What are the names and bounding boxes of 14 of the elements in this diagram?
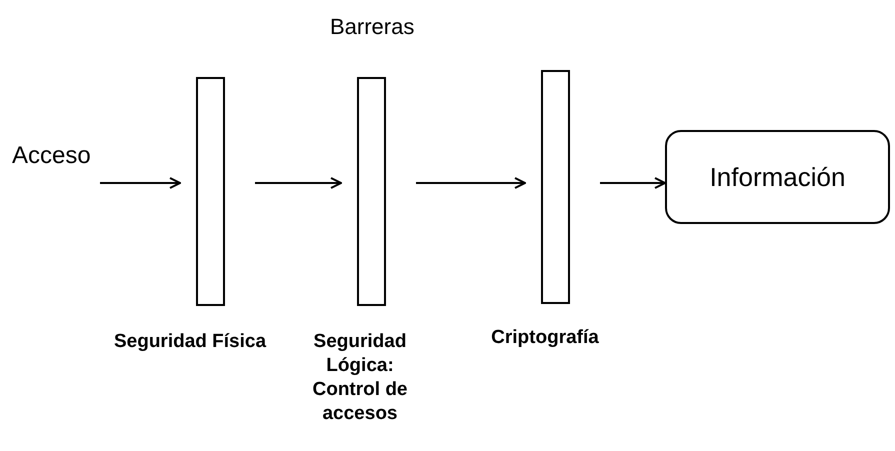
arrow xyxy=(100,177,181,189)
arrow xyxy=(600,177,666,189)
barrier-caption: Seguridad Lógica: Control de accesos xyxy=(312,330,408,426)
barrier-caption: Criptografía xyxy=(490,326,600,350)
title: Barreras xyxy=(330,13,414,41)
rounded-box xyxy=(665,130,890,224)
arrow xyxy=(416,177,526,189)
barrier-bar xyxy=(541,70,570,304)
edge-label: Acceso xyxy=(12,141,91,171)
barrier-bar xyxy=(196,77,225,306)
arrow xyxy=(255,177,342,189)
node-label: Información xyxy=(710,160,846,194)
barrier-bar xyxy=(357,77,386,306)
barrier-caption: Seguridad Física xyxy=(112,330,268,354)
